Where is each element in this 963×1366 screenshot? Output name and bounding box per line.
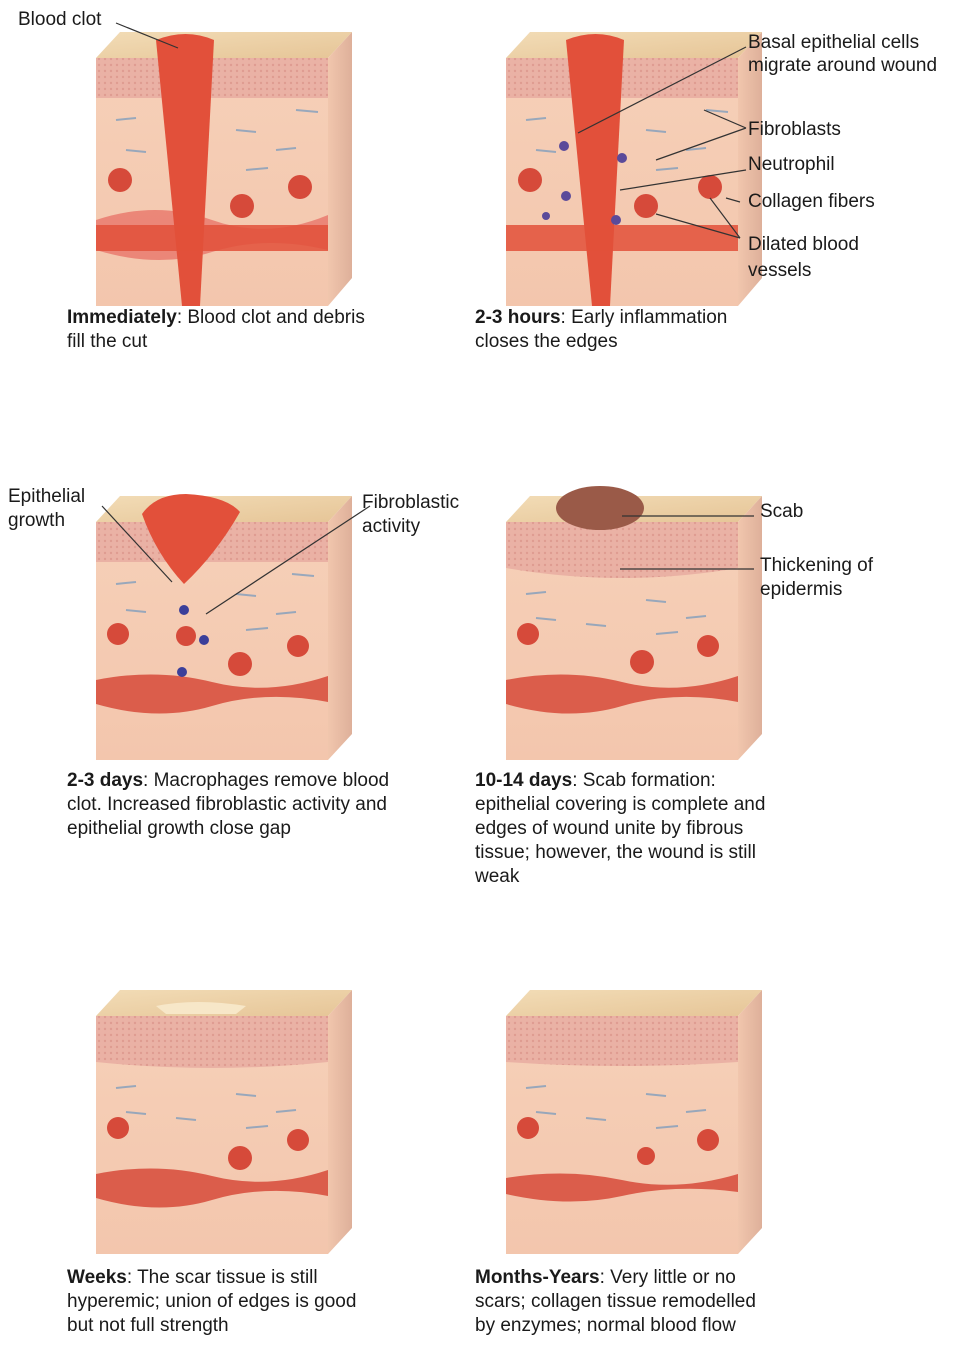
label-thickening-of-epidermis: Thickening of epidermis: [760, 554, 873, 602]
label-line: Epithelial: [8, 485, 85, 509]
stage-label: 10-14 days: [475, 770, 572, 791]
tissue-block-months-years: [506, 978, 762, 1254]
label-basal-epithelial-cells: Basal epithelial cells migrate around wo…: [748, 31, 937, 77]
caption-immediately: Immediately: Blood clot and debris fill …: [67, 306, 367, 354]
caption-10-14-days: 10-14 days: Scab formation: epithelial c…: [475, 769, 775, 889]
label-line: activity: [362, 515, 459, 539]
tissue-block-weeks: [96, 978, 352, 1254]
tissue-block-immediately: [96, 20, 352, 306]
tissue-block-10-14-days: [506, 484, 762, 760]
label-scab: Scab: [760, 500, 803, 524]
caption-2-3-hours: 2-3 hours: Early inflammation closes the…: [475, 306, 785, 354]
label-collagen-fibers: Collagen fibers: [748, 190, 875, 214]
tissue-block-2-3-hours: [506, 20, 762, 306]
label-blood-clot: Blood clot: [18, 8, 101, 32]
caption-months-years: Months-Years: Very little or no scars; c…: [475, 1266, 775, 1338]
stage-label: Weeks: [67, 1267, 127, 1288]
label-line: growth: [8, 509, 85, 533]
label-line: epidermis: [760, 578, 873, 602]
stage-label: 2-3 hours: [475, 307, 561, 328]
stage-label: 2-3 days: [67, 770, 143, 791]
label-line: Thickening of: [760, 554, 873, 578]
label-fibroblastic-activity: Fibroblastic activity: [362, 491, 459, 539]
stage-label: Months-Years: [475, 1267, 600, 1288]
tissue-block-2-3-days: [96, 484, 352, 760]
label-fibroblasts: Fibroblasts: [748, 118, 841, 142]
label-line: Dilated blood: [748, 232, 859, 258]
label-epithelial-growth: Epithelial growth: [8, 485, 85, 533]
label-line: Fibroblastic: [362, 491, 459, 515]
stage-label: Immediately: [67, 307, 177, 328]
label-line: migrate around wound: [748, 54, 937, 77]
caption-weeks: Weeks: The scar tissue is still hyperemi…: [67, 1266, 377, 1338]
label-line: vessels: [748, 258, 859, 284]
label-line: Basal epithelial cells: [748, 31, 937, 54]
caption-2-3-days: 2-3 days: Macrophages remove blood clot.…: [67, 769, 397, 841]
label-dilated-blood-vessels: Dilated blood vessels: [748, 232, 859, 284]
label-neutrophil: Neutrophil: [748, 153, 835, 177]
